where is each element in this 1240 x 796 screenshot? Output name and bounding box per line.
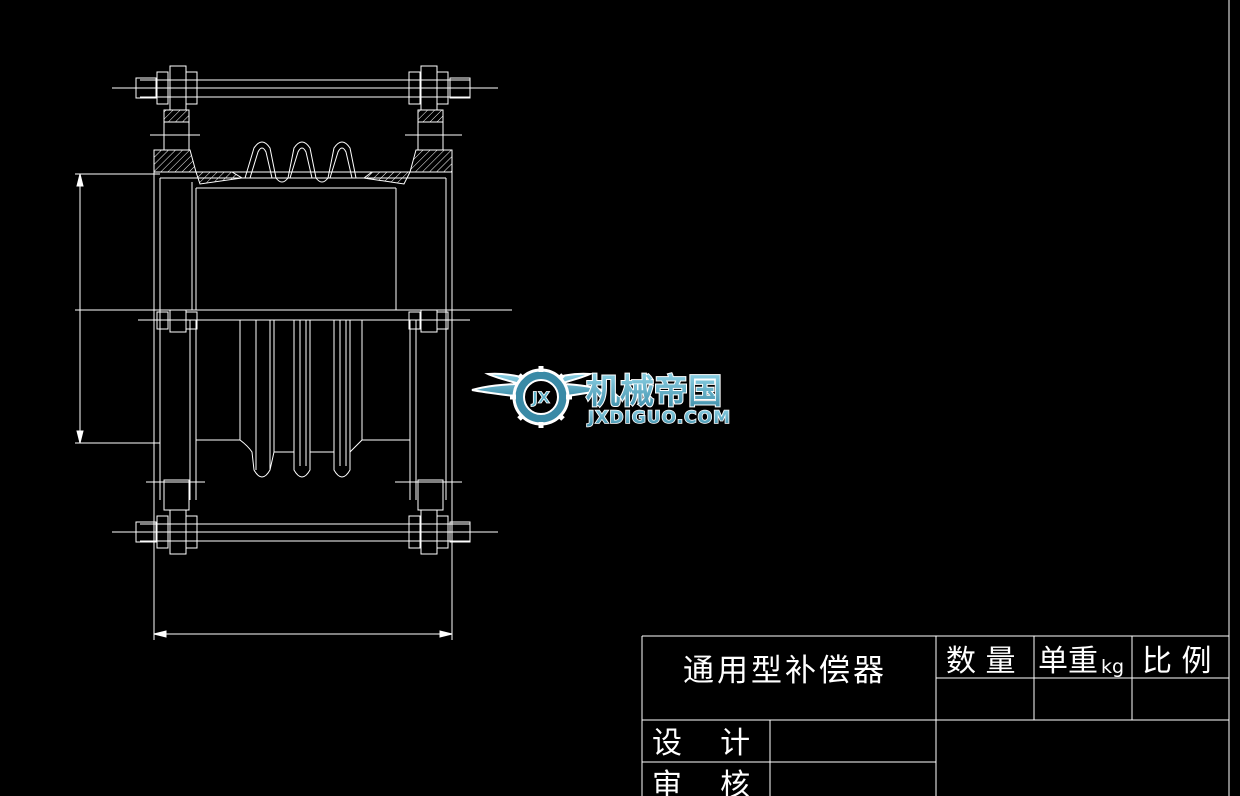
inner-sleeve [191, 182, 397, 310]
logo-brand-url: JXDIGUO.COM [587, 408, 731, 428]
watermark-logo: JX 机械帝国 JXDIGUO.COM [471, 366, 731, 429]
bellows-top [195, 141, 411, 185]
gear-icon [510, 366, 572, 428]
header-unit-weight: 单重 [1038, 644, 1098, 679]
header-unit-weight-unit: kg [1101, 656, 1124, 678]
top-tie-rods [112, 65, 498, 111]
middle-nuts [138, 309, 470, 333]
part-name: 通用型补偿器 [683, 653, 887, 689]
bottom-lugs [146, 479, 462, 511]
compensator-drawing [75, 65, 512, 640]
header-scale: 比 例 [1142, 644, 1212, 679]
dimension-lines [75, 173, 453, 640]
row-review-label: 审 核 [652, 768, 750, 796]
row-design-label: 设 计 [652, 726, 750, 761]
header-quantity: 数 量 [946, 644, 1016, 679]
logo-emblem-letters: JX [531, 388, 551, 407]
bellows-bottom [196, 320, 410, 478]
title-block: 通用型补偿器 数 量 单重 kg 比 例 设 计 审 核 [641, 635, 1229, 796]
top-lugs [150, 109, 462, 151]
logo-brand-cn: 机械帝国 [586, 372, 722, 412]
bottom-tie-rods [112, 509, 498, 555]
pipe-body [153, 172, 453, 500]
